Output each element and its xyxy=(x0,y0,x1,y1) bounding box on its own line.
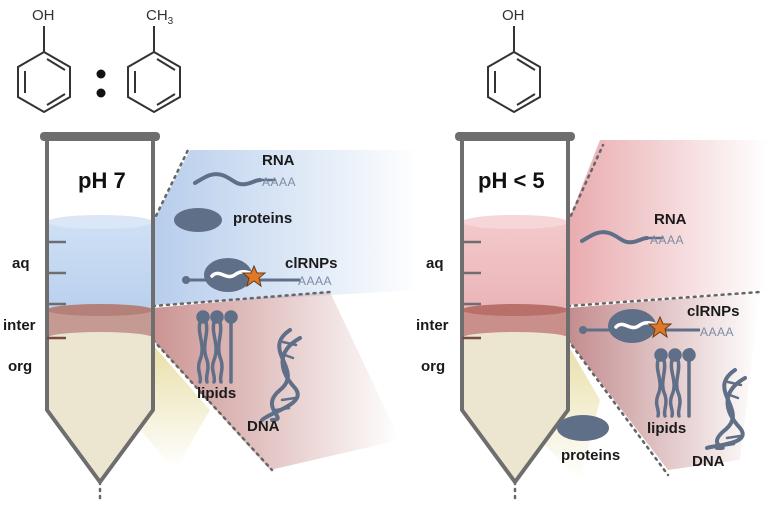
lipid-icons-right xyxy=(654,348,696,418)
graduation-marks-left xyxy=(47,240,66,340)
ratio-dot-top xyxy=(96,69,106,79)
toluene-structure xyxy=(127,26,181,114)
dna-helix-icon-right xyxy=(705,368,747,450)
ratio-dot-bottom xyxy=(96,88,106,98)
phenol-oh-label-left: OH xyxy=(32,7,55,24)
clrnps-label-left: clRNPs xyxy=(285,255,338,272)
phase-label-aq-left: aq xyxy=(12,255,30,272)
aqueous-phase-left xyxy=(47,222,153,310)
interphase-bottom-right xyxy=(462,332,568,344)
graduation-marks-right xyxy=(462,240,481,340)
aqueous-fan-right xyxy=(568,140,768,305)
ph-label-right: pH < 5 xyxy=(478,168,545,193)
organic-phase-left xyxy=(47,330,153,482)
rna-strand-icon-right xyxy=(580,230,664,245)
clrnps-polya-tail-right: AAAA xyxy=(700,325,734,339)
tube-cap-left xyxy=(40,132,160,141)
rna-polya-tail-right: AAAA xyxy=(650,233,684,247)
phenol-structure-left xyxy=(17,26,71,114)
lipids-label-right: lipids xyxy=(647,420,686,437)
clrnps-polya-tail-left: AAAA xyxy=(298,274,332,288)
ph-label-left: pH 7 xyxy=(78,168,126,193)
rna-label-left: RNA xyxy=(262,152,295,169)
lipids-label-left: lipids xyxy=(197,385,236,402)
organic-fan-left xyxy=(140,345,210,470)
aqueous-meniscus-left xyxy=(47,215,153,229)
toluene-ch3-label: CH3 xyxy=(146,7,174,27)
phenol-structure-right xyxy=(487,26,541,114)
right-panel: OH pH < 5 aq inter org xyxy=(416,7,768,502)
interphase-bottom-left xyxy=(47,332,153,344)
guide-line-mid-left xyxy=(151,290,332,308)
guide-line-bottom-right xyxy=(566,338,670,477)
phenol-oh-label-right: OH xyxy=(502,7,525,24)
interphase-top-right xyxy=(462,304,568,316)
left-panel: OH CH3 xyxy=(3,7,420,502)
guide-line-mid-right xyxy=(566,290,762,308)
clrnp-icon-right xyxy=(579,309,700,356)
tube-cap-right xyxy=(455,132,575,141)
phase-label-org-right: org xyxy=(421,358,445,375)
dna-helix-icon-left xyxy=(260,328,302,422)
dna-label-right: DNA xyxy=(692,453,725,470)
guide-line-bottom-left xyxy=(151,338,274,472)
proteins-label-right: proteins xyxy=(561,447,620,464)
phase-label-inter-right: inter xyxy=(416,317,449,334)
lipid-icons-left xyxy=(196,310,238,384)
tube-outline-left xyxy=(45,140,155,484)
clrnps-label-right: clRNPs xyxy=(687,303,740,320)
rna-polya-tail-left: AAAA xyxy=(262,175,296,189)
organic-phase-right xyxy=(462,330,568,482)
organic-fan-right xyxy=(540,345,600,480)
crosslink-star-icon-left xyxy=(241,264,267,288)
aqueous-phase-right xyxy=(462,222,568,310)
interphase-top-left xyxy=(47,304,153,316)
rna-strand-icon-left xyxy=(193,172,277,187)
clrnp-icon-left xyxy=(182,258,300,292)
tube-outline-right xyxy=(460,140,570,484)
phase-label-aq-right: aq xyxy=(426,255,444,272)
phase-label-inter-left: inter xyxy=(3,317,36,334)
crosslink-star-icon-right xyxy=(647,315,673,339)
guide-line-top-left xyxy=(151,148,190,224)
phase-label-org-left: org xyxy=(8,358,32,375)
aqueous-meniscus-right xyxy=(462,215,568,229)
dna-label-left: DNA xyxy=(247,418,280,435)
proteins-label-left: proteins xyxy=(233,210,292,227)
protein-icon-right xyxy=(557,415,609,441)
guide-line-top-right xyxy=(566,143,605,224)
rna-label-right: RNA xyxy=(654,211,687,228)
protein-icon-left xyxy=(174,208,222,232)
